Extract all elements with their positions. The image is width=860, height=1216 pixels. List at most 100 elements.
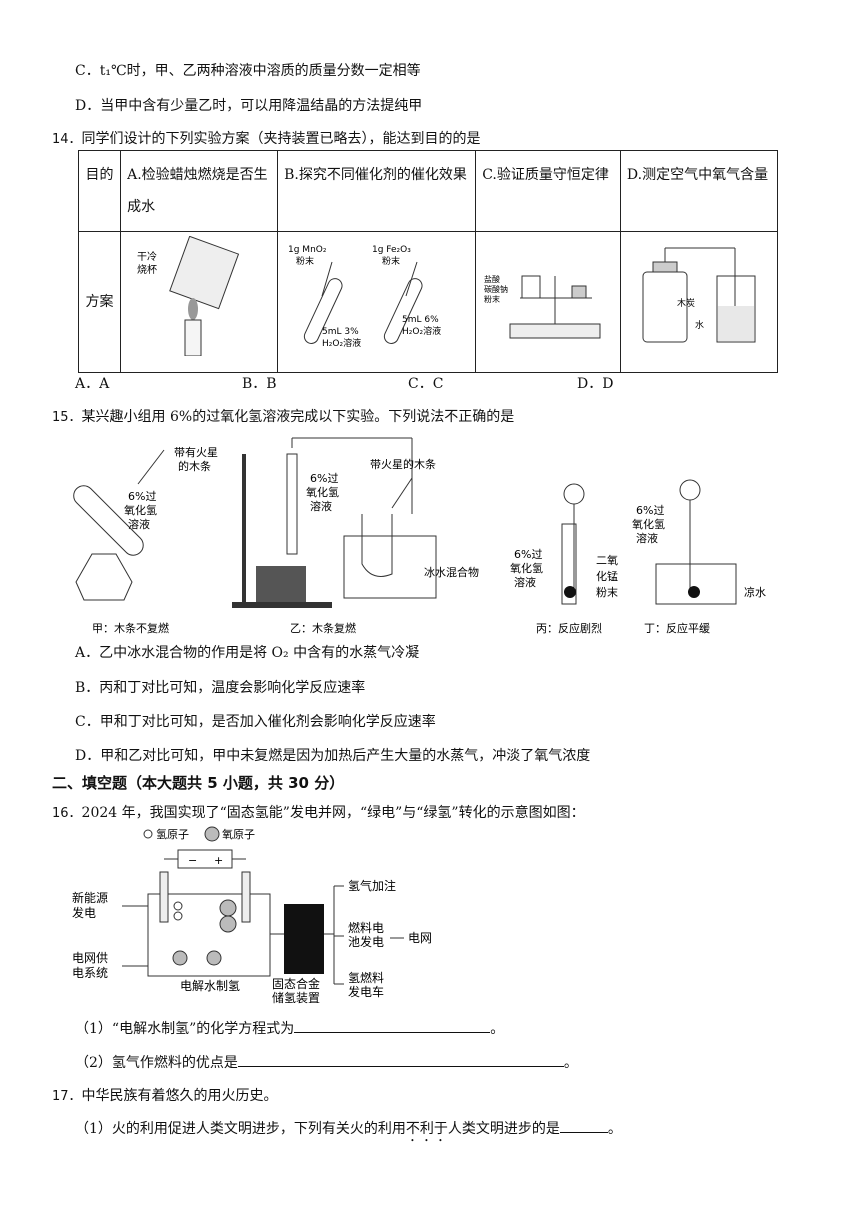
jia-stick-1: 带有火星 (174, 445, 218, 459)
battery-shape (177, 849, 233, 869)
svg-text:发电车: 发电车 (348, 984, 384, 999)
goal-d: D.测定空气中氧气含量 (619, 150, 779, 232)
q15-option-b: B．丙和丁对比可知，温度会影响化学反应速率 (75, 680, 366, 696)
cap-jia: 甲：木条不复燃 (92, 621, 169, 635)
electrolysis-label: 电解水制氢 (180, 978, 240, 993)
candle-beaker-diagram: 干冷 烧杯 (137, 235, 240, 357)
svg-text:溶液: 溶液 (514, 575, 536, 589)
q16-stem: 16．2024 年，我国实现了“固态氢能”发电并网，“绿电”与“绿氢”转化的示意… (52, 805, 585, 821)
q15-stem: 15．某兴趣小组用 6%的过氧化氢溶液完成以下实验。下列说法不正确的是 (52, 409, 515, 425)
candle-shape (184, 319, 202, 357)
spoon1-shape (321, 261, 333, 297)
figb-s1b: H₂O₂溶液 (322, 337, 361, 349)
q13-option-d: D．当甲中含有少量乙时，可以用降温结晶的方法提纯甲 (75, 98, 423, 114)
svg-text:6%过: 6%过 (128, 490, 156, 503)
q14-answer-c: C．C (408, 376, 444, 392)
svg-text:氧化氢: 氧化氢 (306, 485, 339, 499)
balance-base (509, 323, 601, 339)
storage-device (284, 904, 324, 974)
figc-l3: 粉末 (484, 294, 500, 304)
svg-text:池发电: 池发电 (348, 934, 384, 949)
q16-figure: 氢原子 氧原子 − + 新能源 发电 电网供 电系统 电解水制氢 固态合金 储氢… (72, 826, 432, 1005)
svg-text:6%过: 6%过 (636, 504, 664, 517)
section-title: 二、填空题（本大题共 5 小题，共 30 分） (52, 774, 345, 792)
svg-text:−: − (188, 854, 197, 867)
jia-tube (73, 485, 144, 556)
scheme-label: 方案 (77, 231, 122, 373)
tube1-shape (303, 278, 343, 344)
balance-diagram: 盐酸 碳酸钠 粉末 (484, 274, 601, 339)
q14-answer-b: B．B (242, 376, 277, 392)
figd-l2: 水 (695, 319, 704, 331)
cap-ding: 丁：反应平缓 (644, 621, 710, 635)
figc-l1: 盐酸 (484, 274, 500, 284)
figa-label1: 干冷 (137, 250, 157, 263)
jia-lamp (75, 553, 133, 601)
figb-t2a: 1g Fe₂O₃ (372, 245, 411, 255)
goal-c: C.验证质量守恒定律 (475, 150, 621, 232)
q16-sub2: （2）氢气作燃料的优点是。 (75, 1052, 578, 1072)
svg-text:溶液: 溶液 (636, 531, 658, 545)
tube2-shape (383, 278, 423, 344)
svg-text:化锰: 化锰 (596, 569, 618, 583)
hydrogen-atom-icon (143, 829, 153, 839)
figc-l2: 碳酸钠 (484, 284, 508, 294)
figd-l1: 木炭 (677, 297, 695, 309)
electrolysis-tank (147, 893, 271, 977)
figb-s2b: H₂O₂溶液 (402, 325, 441, 337)
spoon2-shape (405, 261, 418, 297)
goal-a: A.检验蜡烛燃烧是否生成水 (120, 150, 279, 232)
ding-cold: 凉水 (744, 585, 766, 599)
q14-answer-d: D．D (577, 376, 614, 392)
svg-text:6%过: 6%过 (310, 472, 338, 485)
beaker-d-shape (716, 275, 756, 343)
q15-option-c: C．甲和丁对比可知，是否加入催化剂会影响化学反应速率 (75, 714, 436, 730)
bing-tube (561, 523, 577, 605)
q15-option-a: A．乙中冰水混合物的作用是将 O₂ 中含有的水蒸气冷凝 (75, 645, 420, 661)
figb-t1b: 粉末 (296, 255, 314, 267)
catalyst-tubes-diagram: 1g MnO₂ 粉末 1g Fe₂O₃ 粉末 5mL 3% H₂O₂溶液 5mL… (288, 245, 441, 349)
q15-option-d: D．甲和乙对比可知，甲中未复燃是因为加热后产生大量的水蒸气，冲淡了氧气浓度 (75, 748, 591, 764)
cap-yi: 乙：木条复燃 (290, 621, 356, 635)
svg-text:发电: 发电 (72, 905, 96, 920)
svg-text:+: + (214, 854, 223, 867)
yi-beaker (343, 535, 437, 599)
svg-text:燃料电: 燃料电 (348, 920, 384, 935)
svg-text:氧化氢: 氧化氢 (124, 503, 157, 517)
svg-text:粉末: 粉末 (596, 585, 618, 599)
beaker-shape (169, 235, 240, 310)
figa-label2: 烧杯 (137, 263, 157, 276)
q13-option-c: C．t₁℃时，甲、乙两种溶液中溶质的质量分数一定相等 (75, 63, 421, 79)
q17-sub1: （1）火的利用促进人类文明进步，下列有关火的利用不利于人类文明进步的是。 (75, 1118, 622, 1145)
svg-text:电网供: 电网供 (72, 951, 108, 965)
svg-text:固态合金: 固态合金 (272, 976, 320, 991)
q16-blank1[interactable] (294, 1018, 491, 1033)
svg-text:电系统: 电系统 (72, 966, 108, 980)
yi-heater (256, 566, 306, 602)
figb-s1a: 5mL 3% (322, 327, 359, 337)
ding-beaker (655, 563, 737, 605)
scheme-a-figure: 干冷 烧杯 (120, 231, 279, 373)
svg-text:氢燃料: 氢燃料 (348, 970, 384, 985)
svg-text:氧原子: 氧原子 (222, 827, 255, 841)
figb-t1a: 1g MnO₂ (288, 245, 327, 255)
cap-bing: 丙：反应剧烈 (536, 621, 602, 635)
scheme-d-figure: 木炭 水 (619, 231, 779, 373)
svg-text:溶液: 溶液 (128, 517, 150, 531)
svg-text:氧化氢: 氧化氢 (510, 561, 543, 575)
flame-shape (188, 298, 199, 320)
svg-text:新能源: 新能源 (72, 890, 108, 905)
svg-text:氢原子: 氢原子 (156, 827, 189, 841)
svg-text:6%过: 6%过 (514, 548, 542, 561)
yi-stick: 带火星的木条 (370, 457, 436, 471)
q16-blank2[interactable] (237, 1052, 564, 1067)
q17-stem: 17．中华民族有着悠久的用火历史。 (52, 1088, 278, 1104)
yi-ice: 冰水混合物 (424, 565, 479, 579)
q14-answer-a: A．A (75, 376, 110, 392)
figb-s2a: 5mL 6% (402, 315, 439, 325)
scheme-c-figure: 盐酸 碳酸钠 粉末 (475, 231, 621, 373)
q17-blank1[interactable] (559, 1118, 608, 1133)
svg-text:氢气加注: 氢气加注 (348, 878, 396, 893)
goal-b: B.探究不同催化剂的催化效果 (277, 150, 477, 232)
svg-text:电网: 电网 (408, 931, 432, 945)
